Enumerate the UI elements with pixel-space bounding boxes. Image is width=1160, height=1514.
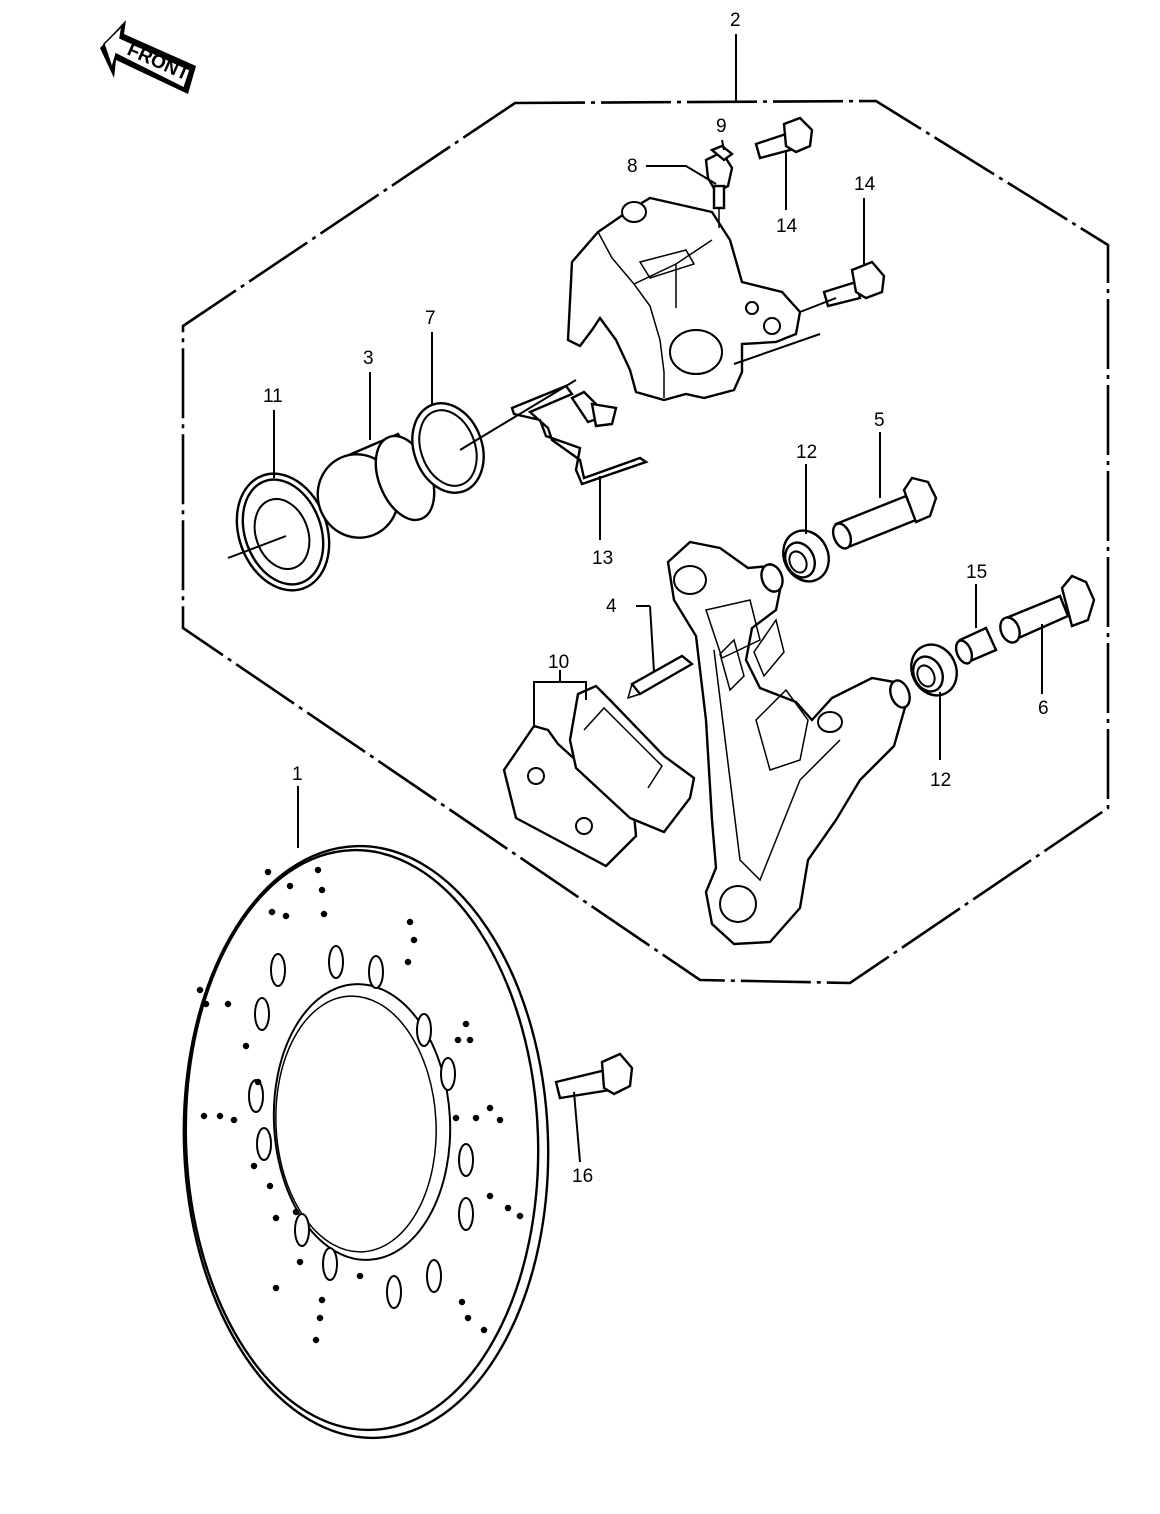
callout-12-lower: 12 [930, 770, 951, 791]
callout-4: 4 [606, 596, 617, 617]
brake-disc [182, 844, 550, 1440]
pin-boot-lower [910, 643, 958, 697]
callout-2: 2 [730, 10, 741, 31]
caliper-bracket [666, 540, 911, 946]
pad-spring [510, 384, 649, 486]
caliper-assembly-outline [181, 99, 1110, 985]
callout-7: 7 [425, 308, 436, 329]
callout-14-right: 14 [854, 174, 876, 195]
callouts: 1 2 3 4 5 6 7 8 9 10 11 12 12 13 14 14 1… [263, 10, 1049, 1187]
callout-8: 8 [627, 156, 638, 177]
pin-boot-upper [782, 529, 830, 583]
callout-9: 9 [716, 116, 727, 137]
pin-sleeve [954, 626, 998, 665]
leader-lines [227, 34, 1043, 1163]
callout-12-upper: 12 [796, 442, 817, 463]
anti-rattle-clip [626, 654, 695, 700]
callout-13: 13 [592, 548, 613, 569]
front-arrow-icon: FRONT [100, 20, 196, 94]
callout-10: 10 [548, 652, 569, 673]
dust-seal [235, 472, 331, 592]
callout-11: 11 [263, 386, 283, 407]
sleeve-pin-lower [999, 574, 1096, 644]
callout-14-upper: 14 [776, 216, 798, 237]
brake-pads [502, 684, 696, 868]
callout-15: 15 [966, 562, 987, 583]
callout-6: 6 [1038, 698, 1049, 719]
callout-3: 3 [363, 348, 374, 369]
piston-seal [411, 402, 485, 494]
callout-16: 16 [572, 1166, 593, 1187]
caliper-body [566, 196, 802, 402]
callout-5: 5 [874, 410, 885, 431]
caliper-bolt-upper [754, 116, 814, 160]
bleeder-valve [704, 144, 734, 228]
sleeve-pin-upper [831, 476, 938, 550]
disc-mounting-bolt [554, 1052, 634, 1100]
callout-1: 1 [292, 764, 303, 785]
